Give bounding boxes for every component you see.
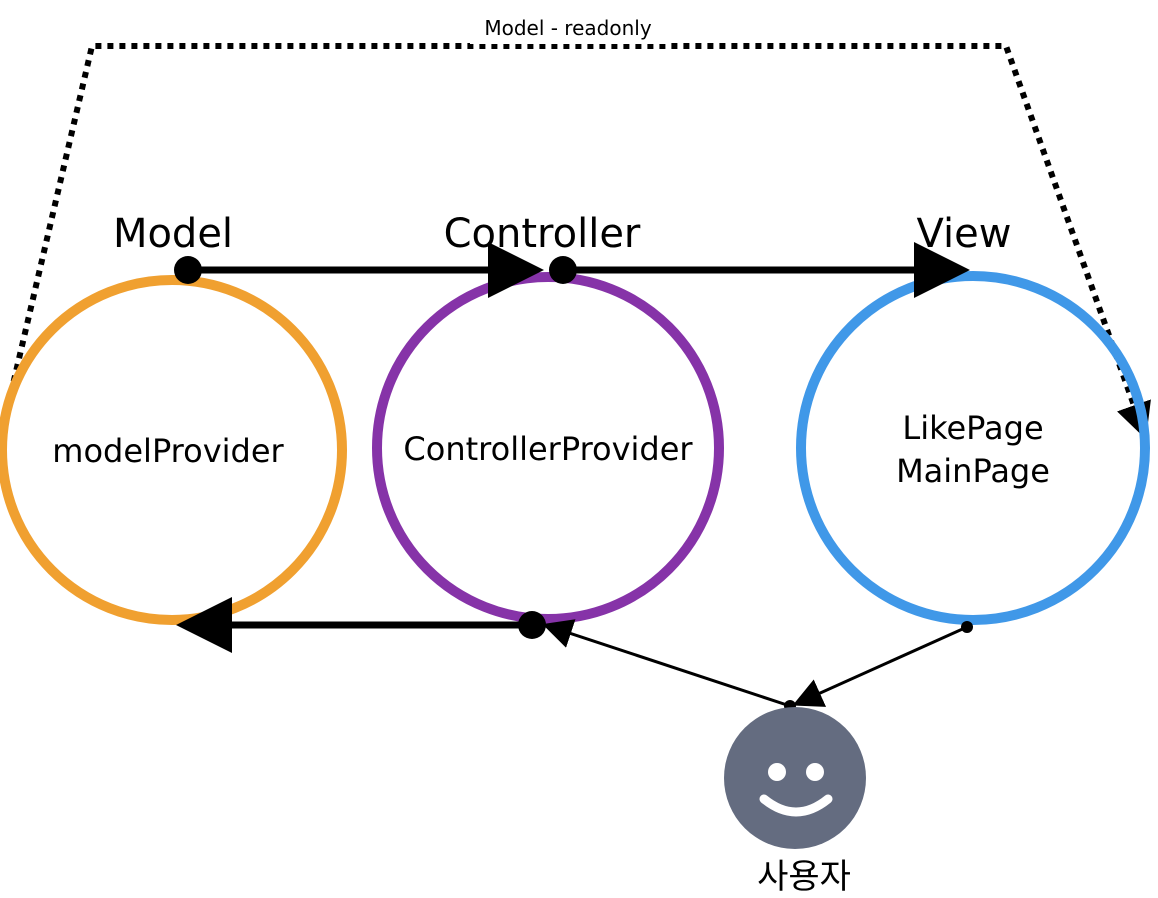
controller-provider-label: ControllerProvider	[403, 430, 693, 468]
user-to-controller-arrow	[542, 619, 791, 708]
view-page-label-1: LikePage	[902, 409, 1043, 447]
view-circle	[796, 271, 1150, 625]
model-start-dot	[174, 256, 202, 284]
readonly-label: Model - readonly	[484, 16, 651, 40]
view-heading: View	[917, 211, 1012, 257]
user-label: 사용자	[757, 857, 851, 897]
controller-circle	[372, 272, 724, 624]
model-circle	[0, 275, 347, 625]
model-provider-label: modelProvider	[52, 432, 284, 470]
model-heading: Model	[113, 211, 233, 257]
controller-start-dot	[549, 256, 577, 284]
view-bottom-dot	[961, 621, 973, 633]
controller-heading: Controller	[444, 211, 641, 257]
readonly-label-backdrop	[470, 14, 666, 44]
smiley-face-icon	[724, 707, 866, 849]
controller-bottom-dot	[518, 611, 546, 639]
view-page-label-2: MainPage	[896, 452, 1050, 490]
view-to-user-arrow	[792, 625, 968, 707]
